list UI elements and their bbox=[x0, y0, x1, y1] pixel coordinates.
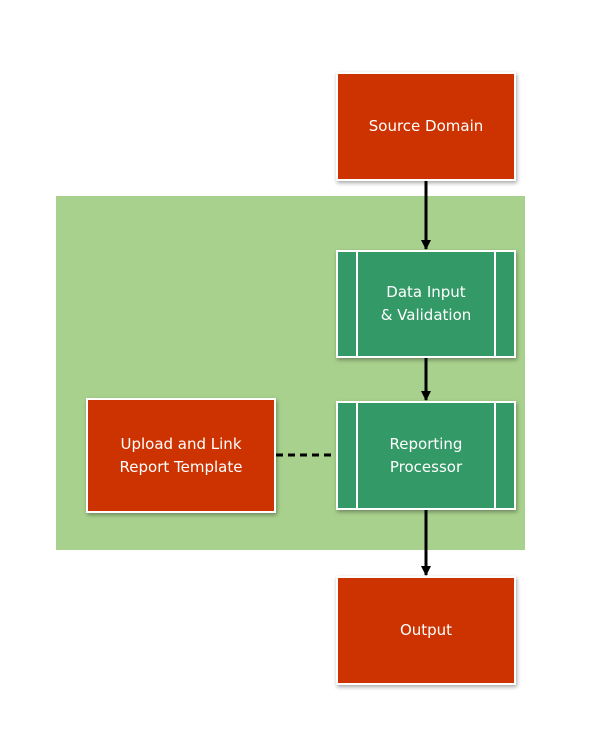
process-bar-left bbox=[356, 403, 358, 508]
process-bar-left bbox=[356, 252, 358, 356]
reporting-processor-node[interactable]: Reporting Processor bbox=[336, 401, 516, 510]
reporting-processor-label: Reporting Processor bbox=[389, 434, 463, 476]
process-bar-right bbox=[494, 403, 496, 508]
output-node[interactable]: Output bbox=[336, 576, 516, 685]
source-domain-label: Source Domain bbox=[368, 117, 484, 135]
data-input-validation-node[interactable]: Data Input & Validation bbox=[336, 250, 516, 358]
process-bar-right bbox=[494, 252, 496, 356]
data-input-validation-label: Data Input & Validation bbox=[380, 283, 472, 324]
upload-link-report-template-node[interactable]: Upload and Link Report Template bbox=[86, 398, 276, 513]
output-label: Output bbox=[399, 621, 453, 639]
upload-link-report-template-label: Upload and Link Report Template bbox=[119, 434, 243, 476]
source-domain-node[interactable]: Source Domain bbox=[336, 72, 516, 181]
